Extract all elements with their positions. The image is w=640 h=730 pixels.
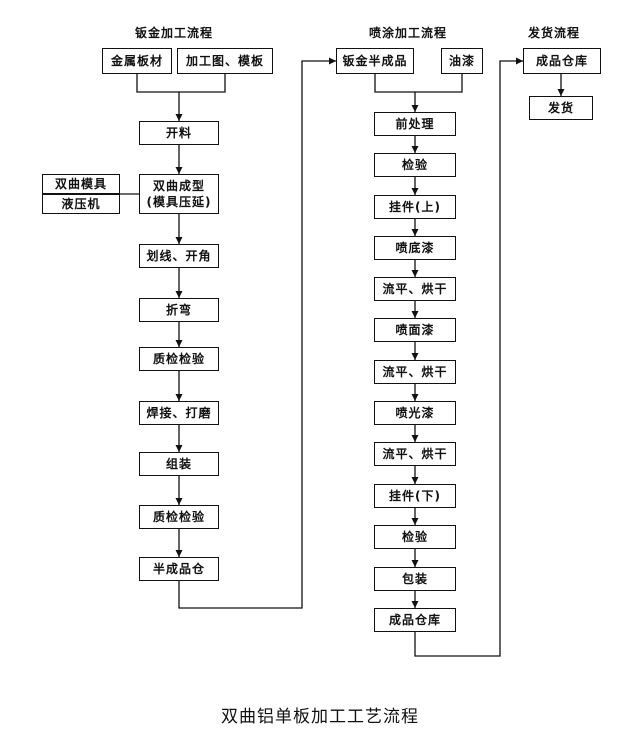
connector-to-spray bbox=[178, 60, 336, 609]
arrowhead bbox=[411, 435, 419, 442]
step-hanging-off: 挂件(下) bbox=[374, 484, 456, 508]
step-level-dry-3: 流平、烘干 bbox=[374, 442, 456, 466]
ship-finished-warehouse: 成品仓库 bbox=[523, 48, 601, 74]
arrowhead bbox=[411, 105, 419, 112]
input-semi-finished-sheet-metal: 钣金半成品 bbox=[336, 48, 414, 74]
step-level-dry-1: 流平、烘干 bbox=[374, 277, 456, 301]
arrowhead bbox=[411, 394, 419, 401]
arrowhead bbox=[411, 477, 419, 484]
step-pretreatment: 前处理 bbox=[374, 112, 456, 136]
arrowhead bbox=[175, 340, 183, 347]
connector-to-shipping bbox=[414, 60, 523, 657]
arrowhead bbox=[411, 188, 419, 195]
step-qc-inspection-2: 质检检验 bbox=[139, 505, 219, 529]
arrowhead bbox=[175, 291, 183, 298]
input-paint: 油漆 bbox=[441, 48, 483, 74]
step-semi-finished-storage: 半成品仓 bbox=[139, 557, 219, 581]
step-cutting: 开料 bbox=[139, 121, 219, 145]
step-double-curve-forming: 双曲成型 (模具压延) bbox=[139, 174, 219, 214]
side-double-curve-mold: 双曲模具 bbox=[42, 174, 120, 194]
arrowhead bbox=[411, 229, 419, 236]
arrowhead bbox=[175, 237, 183, 244]
arrowhead bbox=[175, 445, 183, 452]
merge-inputs-sheet bbox=[136, 74, 226, 93]
step-qc-inspection-1: 质检检验 bbox=[139, 347, 219, 371]
header-spray: 喷涂加工流程 bbox=[369, 26, 448, 40]
side-hydraulic-press: 液压机 bbox=[42, 194, 120, 214]
arrowhead bbox=[175, 550, 183, 557]
arrowhead bbox=[329, 57, 336, 65]
arrowhead bbox=[557, 89, 565, 96]
ship-dispatch: 发货 bbox=[529, 96, 593, 120]
step-level-dry-2: 流平、烘干 bbox=[374, 360, 456, 384]
arrowhead bbox=[411, 311, 419, 318]
arrowhead bbox=[411, 270, 419, 277]
arrowhead bbox=[516, 57, 523, 65]
arrowhead bbox=[411, 146, 419, 153]
step-assembly: 组装 bbox=[139, 452, 219, 476]
step-bending: 折弯 bbox=[139, 298, 219, 322]
merge-inputs-spray bbox=[374, 74, 463, 93]
step-marking-corner: 划线、开角 bbox=[139, 244, 219, 268]
step-clearcoat-spray: 喷光漆 bbox=[374, 401, 456, 425]
input-metal-sheet: 金属板材 bbox=[102, 48, 172, 74]
arrowhead bbox=[175, 114, 183, 121]
step-hanging-on: 挂件(上) bbox=[374, 195, 456, 219]
arrowhead bbox=[411, 518, 419, 525]
arrowhead bbox=[411, 353, 419, 360]
step-packaging: 包装 bbox=[374, 567, 456, 591]
header-sheet-metal: 钣金加工流程 bbox=[135, 26, 214, 40]
step-inspection-1: 检验 bbox=[374, 153, 456, 177]
step-welding-grinding: 焊接、打磨 bbox=[139, 401, 219, 425]
step-finished-warehouse: 成品仓库 bbox=[374, 608, 456, 632]
input-drawings-templates: 加工图、模板 bbox=[177, 48, 273, 74]
arrowhead bbox=[411, 601, 419, 608]
step-topcoat-spray: 喷面漆 bbox=[374, 318, 456, 342]
header-shipping: 发货流程 bbox=[528, 26, 581, 40]
step-primer-spray: 喷底漆 bbox=[374, 236, 456, 260]
diagram-caption: 双曲铝单板加工工艺流程 bbox=[221, 707, 419, 727]
step-inspection-2: 检验 bbox=[374, 525, 456, 549]
arrowhead bbox=[175, 167, 183, 174]
arrowhead bbox=[411, 560, 419, 567]
arrowhead bbox=[175, 498, 183, 505]
arrowhead bbox=[175, 394, 183, 401]
